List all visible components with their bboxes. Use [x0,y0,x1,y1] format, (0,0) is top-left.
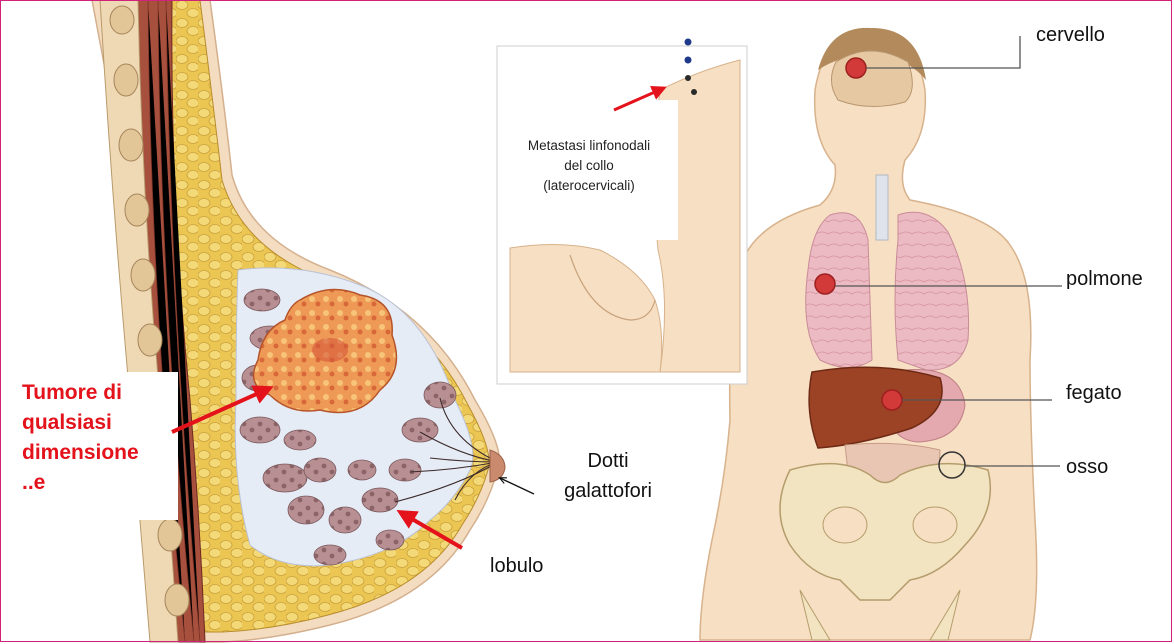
tumor-label: Tumore di qualsiasi dimensione ..e [22,378,182,498]
left-lung [806,213,872,368]
body-figure [700,28,1037,640]
ducts-label-line-1: Dotti [540,446,676,476]
tumor-label-line-1: Tumore di [22,378,182,408]
lung-metastasis [815,274,835,294]
metastasi-label-line-3: (laterocervicali) [505,176,673,196]
metastasi-label-line-2: del collo [505,156,673,176]
lymph-node-3 [685,75,691,81]
brain-metastasis [846,58,866,78]
tumor-label-line-3: dimensione [22,438,182,468]
neck-inset [497,39,747,385]
metastasi-label-line-1: Metastasi linfonodali [505,136,673,156]
lymph-node-1 [685,39,692,46]
lobulo-label: lobulo [490,553,543,579]
tumor-label-line-4: ..e [22,468,182,498]
ducts-label: Dotti galattofori [540,446,676,506]
trachea [876,175,888,240]
cervello-label: cervello [1036,22,1105,48]
metastasi-label: Metastasi linfonodali del collo (lateroc… [505,136,673,196]
lymph-node-4 [691,89,697,95]
fegato-label: fegato [1066,380,1122,406]
tumor-label-line-2: qualsiasi [22,408,182,438]
brain [831,51,912,107]
lymph-node-2 [685,57,692,64]
nipple [490,450,505,482]
osso-label: osso [1066,454,1108,480]
liver-metastasis [882,390,902,410]
polmone-label: polmone [1066,266,1143,292]
ducts-label-line-2: galattofori [540,476,676,506]
tumor-core [312,338,348,362]
ducts-arrow [500,478,534,494]
